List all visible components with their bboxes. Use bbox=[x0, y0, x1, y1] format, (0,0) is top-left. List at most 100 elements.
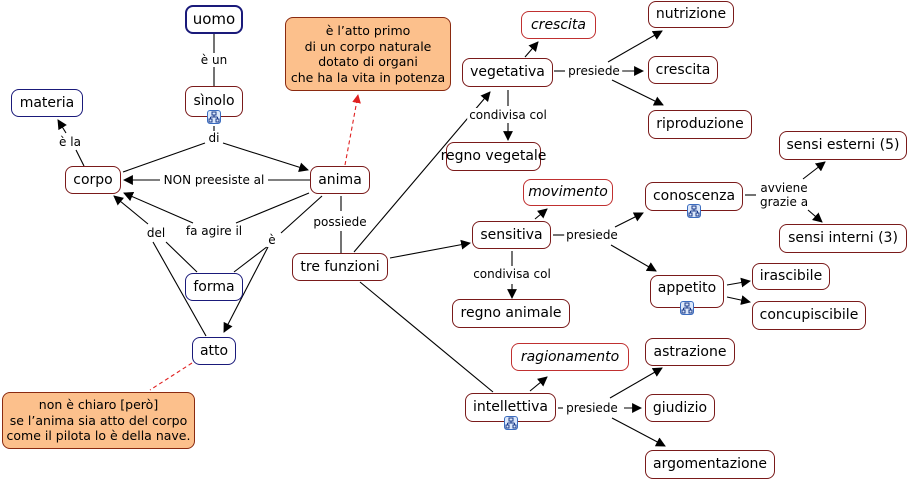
edge-avviene-interni bbox=[807, 209, 823, 223]
node-label: astrazione bbox=[653, 343, 727, 360]
node-regno-animale[interactable]: regno animale bbox=[452, 299, 570, 328]
node-label: argomentazione bbox=[652, 456, 768, 472]
node-sensi-esterni[interactable]: sensi esterni (5) bbox=[779, 131, 907, 160]
node-uomo[interactable]: uomo bbox=[185, 5, 243, 34]
node-label: sìnolo bbox=[193, 93, 235, 109]
edge-corpo-ela bbox=[75, 149, 85, 167]
edge-appetito-irascibile bbox=[726, 277, 751, 288]
link-label-presiede-sens: presiede bbox=[564, 228, 620, 242]
edge-del-corpo bbox=[113, 195, 149, 225]
node-label: sensi esterni (5) bbox=[786, 137, 900, 153]
edge-faagire-corpo bbox=[123, 192, 194, 224]
edge-presiede-appetito bbox=[610, 244, 657, 272]
node-regno-vegetale[interactable]: regno vegetale bbox=[441, 142, 546, 171]
node-giudizio[interactable]: giudizio bbox=[645, 394, 715, 422]
link-label-non-preesiste-al: NON preesiste al bbox=[161, 173, 267, 187]
node-irascibile[interactable]: irascibile bbox=[752, 263, 830, 290]
link-label-del: del bbox=[144, 226, 168, 240]
note-anima-definition[interactable]: è l’atto primo di un corpo naturale dota… bbox=[285, 17, 451, 91]
node-crescita[interactable]: crescita bbox=[648, 56, 718, 84]
concept-map-link-icon[interactable] bbox=[687, 204, 701, 218]
node-label: sensitiva bbox=[480, 226, 543, 243]
note-text: non è chiaro [però] se l’anima sia atto … bbox=[6, 397, 191, 444]
concept-map-link-icon[interactable] bbox=[207, 110, 221, 124]
edge-forma-del bbox=[165, 241, 198, 273]
node-label: atto bbox=[199, 342, 229, 359]
dashed-edge-atto-note bbox=[149, 362, 193, 391]
node-label: conoscenza bbox=[652, 188, 736, 204]
node-label: ragionamento bbox=[520, 348, 620, 365]
node-label: giudizio bbox=[652, 399, 708, 416]
node-label: nutrizione bbox=[655, 6, 727, 22]
edge-trefunzioni-intellettiva bbox=[359, 281, 494, 393]
node-anima[interactable]: anima bbox=[310, 166, 370, 194]
node-nutrizione[interactable]: nutrizione bbox=[648, 1, 734, 28]
node-astrazione[interactable]: astrazione bbox=[645, 338, 735, 366]
edge-presiede-conoscenza bbox=[614, 212, 644, 228]
node-label: intellettiva bbox=[473, 399, 548, 415]
link-label-fa-agire-il: fa agire il bbox=[183, 224, 245, 238]
link-label-condivisa-col-sens: condivisa col bbox=[471, 267, 553, 281]
node-label: movimento bbox=[528, 184, 608, 200]
node-tre-funzioni[interactable]: tre funzioni bbox=[292, 253, 388, 281]
node-label: regno animale bbox=[460, 305, 562, 321]
note-atto-pilota[interactable]: non è chiaro [però] se l’anima sia atto … bbox=[2, 392, 195, 449]
node-vegetativa[interactable]: vegetativa bbox=[462, 58, 553, 87]
edge-sensitiva-movimento bbox=[534, 208, 548, 220]
link-label-presiede-veg: presiede bbox=[566, 64, 622, 78]
node-label: vegetativa bbox=[470, 64, 545, 80]
edge-anima-faagire bbox=[235, 192, 310, 224]
node-label: corpo bbox=[73, 171, 113, 188]
node-atto[interactable]: atto bbox=[192, 337, 236, 365]
node-label: concupiscibile bbox=[759, 307, 859, 323]
edge-vegetativa-crescita-italic bbox=[524, 41, 539, 58]
node-forma[interactable]: forma bbox=[185, 273, 243, 301]
edge-anima-e bbox=[280, 195, 323, 234]
node-conoscenza[interactable]: conoscenza bbox=[645, 182, 743, 211]
link-label-e-la: è la bbox=[57, 135, 83, 149]
edge-trefunzioni-sensitiva bbox=[389, 239, 471, 259]
edge-e-forma bbox=[233, 245, 269, 273]
node-argomentazione[interactable]: argomentazione bbox=[645, 450, 775, 479]
link-label-presiede-int: presiede bbox=[564, 401, 620, 415]
edge-atto-del bbox=[152, 241, 207, 337]
edge-e-atto bbox=[223, 246, 269, 333]
edge-avviene-esterni bbox=[802, 161, 826, 180]
node-movimento[interactable]: movimento bbox=[523, 179, 613, 206]
concept-map-link-icon[interactable] bbox=[680, 301, 694, 315]
node-label: regno vegetale bbox=[440, 148, 547, 164]
node-label: forma bbox=[193, 278, 235, 295]
link-label-di: di bbox=[206, 131, 222, 145]
link-label-possiede: possiede bbox=[311, 215, 369, 229]
node-label: sensi interni (3) bbox=[788, 230, 898, 246]
edge-presiede-argomentazione bbox=[611, 417, 666, 447]
link-label-e: è bbox=[266, 233, 278, 247]
node-crescita-italic[interactable]: crescita bbox=[521, 11, 596, 39]
edge-presiede-nutrizione bbox=[607, 30, 663, 63]
edge-di-anima bbox=[222, 142, 309, 173]
edge-ela-materia bbox=[57, 119, 67, 134]
node-ragionamento[interactable]: ragionamento bbox=[511, 343, 629, 371]
node-label: appetito bbox=[657, 280, 717, 296]
node-label: crescita bbox=[655, 61, 711, 78]
edge-presiede-riproduzione bbox=[611, 79, 664, 106]
node-sensitiva[interactable]: sensitiva bbox=[472, 221, 551, 249]
node-materia[interactable]: materia bbox=[11, 89, 83, 117]
concept-map-link-icon[interactable] bbox=[504, 416, 518, 430]
node-sinolo[interactable]: sìnolo bbox=[185, 86, 243, 117]
note-text: è l’atto primo di un corpo naturale dota… bbox=[290, 23, 446, 85]
edge-presiede-astrazione bbox=[609, 367, 663, 399]
node-label: riproduzione bbox=[656, 116, 744, 132]
node-concupiscibile[interactable]: concupiscibile bbox=[752, 301, 866, 330]
node-intellettiva[interactable]: intellettiva bbox=[465, 393, 556, 422]
node-corpo[interactable]: corpo bbox=[65, 166, 121, 194]
link-label-avviene-grazie-a: avviene grazie a bbox=[757, 181, 811, 209]
node-sensi-interni[interactable]: sensi interni (3) bbox=[779, 224, 907, 253]
node-riproduzione[interactable]: riproduzione bbox=[648, 110, 752, 139]
edge-di-corpo bbox=[122, 142, 206, 173]
edge-appetito-concupiscibile bbox=[726, 295, 751, 305]
node-label: materia bbox=[19, 94, 75, 111]
node-label: anima bbox=[318, 171, 362, 188]
link-label-condivisa-col-veg: condivisa col bbox=[467, 108, 549, 122]
